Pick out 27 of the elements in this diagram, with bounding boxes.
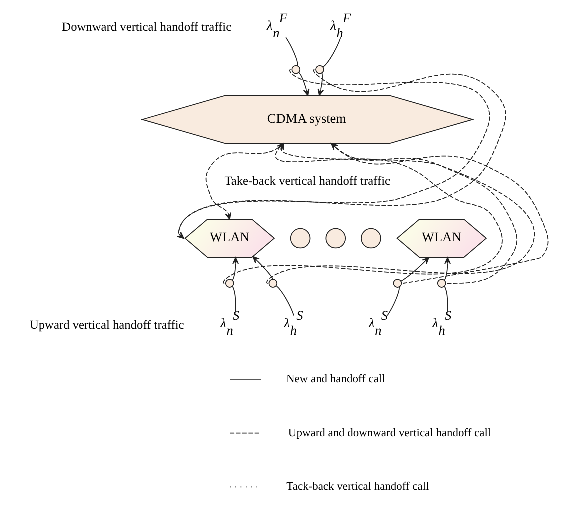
node-circle xyxy=(225,279,234,288)
node-circle xyxy=(268,279,278,288)
connector xyxy=(387,286,400,316)
connector xyxy=(232,286,236,316)
arrow xyxy=(298,72,310,96)
node-circle xyxy=(361,228,382,249)
node-circle xyxy=(292,65,301,74)
connector xyxy=(444,286,448,316)
label: Downward vertical handoff traffic xyxy=(62,20,232,34)
node-circle xyxy=(393,279,402,288)
legend-label: Upward and downward vertical handoff call xyxy=(288,427,492,440)
arrow xyxy=(444,257,451,281)
node-circle xyxy=(316,65,324,74)
node-circle xyxy=(437,279,446,288)
arrow xyxy=(232,257,240,281)
arrow xyxy=(252,256,274,280)
label: Take-back vertical handoff traffic xyxy=(224,174,391,188)
arrow xyxy=(318,72,324,96)
node-circle xyxy=(326,228,346,249)
legend-label: Tack-back vertical handoff call xyxy=(286,481,430,494)
node-circle xyxy=(290,228,311,249)
connector xyxy=(276,286,294,316)
connector xyxy=(286,37,298,67)
connector xyxy=(322,37,342,68)
arrow xyxy=(400,257,430,282)
legend-label: New and handoff call xyxy=(286,373,386,386)
label: Upward vertical handoff traffic xyxy=(30,318,184,332)
